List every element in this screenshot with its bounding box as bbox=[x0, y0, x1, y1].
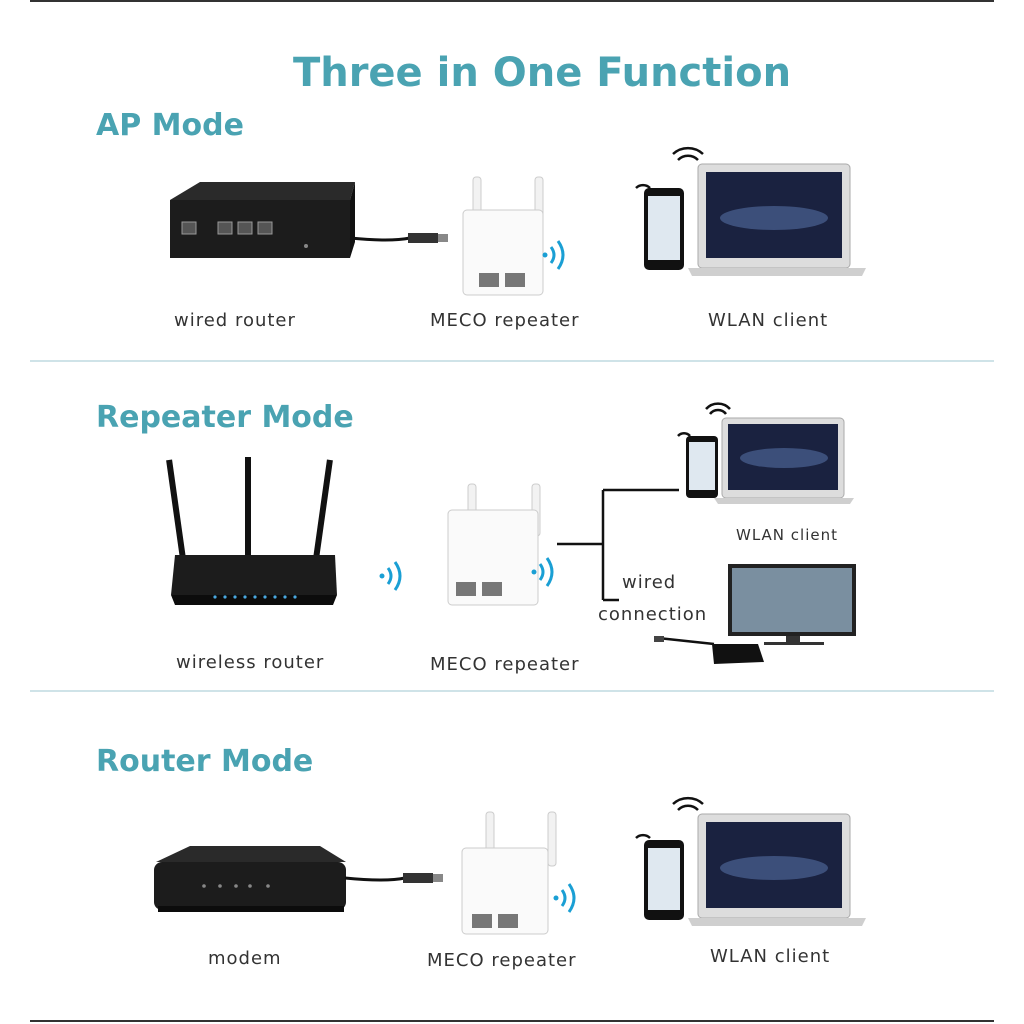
label-wlan-client: WLAN client bbox=[710, 946, 831, 967]
label-wired-router: wired router bbox=[174, 310, 296, 331]
wireless-router-icon bbox=[166, 457, 337, 605]
top-rule bbox=[30, 0, 994, 2]
label-meco-repeater: MECO repeater bbox=[427, 950, 577, 971]
repeater-icon bbox=[462, 176, 565, 296]
ap-mode-heading: AP Mode bbox=[96, 108, 244, 143]
bottom-rule bbox=[30, 1020, 994, 1022]
modem-icon bbox=[154, 846, 346, 912]
repeater-icon bbox=[447, 483, 554, 606]
wired-router-icon bbox=[170, 182, 355, 258]
ethernet-cable-icon bbox=[344, 873, 443, 883]
wlan-client-icon bbox=[677, 402, 854, 504]
tv-icon bbox=[654, 564, 856, 664]
wlan-client-icon bbox=[635, 796, 866, 926]
label-wired: wired bbox=[622, 572, 677, 593]
label-wlan-client: WLAN client bbox=[708, 310, 829, 331]
main-title: Three in One Function bbox=[292, 50, 792, 96]
repeater-icon bbox=[461, 811, 576, 935]
label-modem: modem bbox=[208, 948, 282, 969]
section-divider bbox=[30, 360, 994, 362]
wifi-signal-icon bbox=[379, 561, 402, 591]
label-wireless-router: wireless router bbox=[176, 652, 325, 673]
connection-lines bbox=[557, 488, 679, 602]
label-connection: connection bbox=[598, 604, 708, 625]
router-mode-heading: Router Mode bbox=[96, 744, 314, 779]
repeater-mode-heading: Repeater Mode bbox=[96, 400, 354, 435]
label-meco-repeater: MECO repeater bbox=[430, 654, 580, 675]
label-meco-repeater: MECO repeater bbox=[430, 310, 580, 331]
wlan-client-icon bbox=[635, 146, 866, 276]
label-wlan-client: WLAN client bbox=[736, 526, 838, 544]
ethernet-cable-icon bbox=[349, 233, 448, 243]
section-divider bbox=[30, 690, 994, 692]
